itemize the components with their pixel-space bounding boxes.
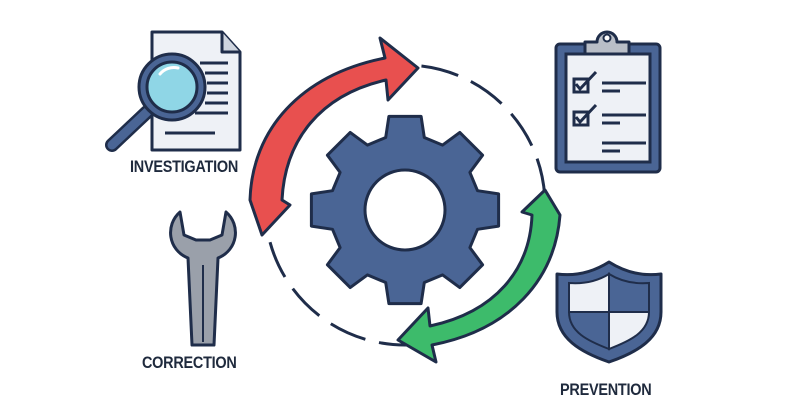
- clipboard-checklist-icon: [554, 30, 662, 174]
- wrench-icon: [169, 210, 237, 347]
- green-cycle-arrow-icon: [396, 188, 562, 364]
- label-investigation: INVESTIGATION: [130, 157, 239, 176]
- shield-icon: [555, 260, 663, 364]
- gear-icon: [309, 114, 501, 306]
- document-magnifier-icon: [105, 30, 242, 152]
- label-prevention: PREVENTION: [560, 380, 652, 399]
- label-correction: CORRECTION: [142, 353, 237, 372]
- red-cycle-arrow-icon: [248, 36, 420, 237]
